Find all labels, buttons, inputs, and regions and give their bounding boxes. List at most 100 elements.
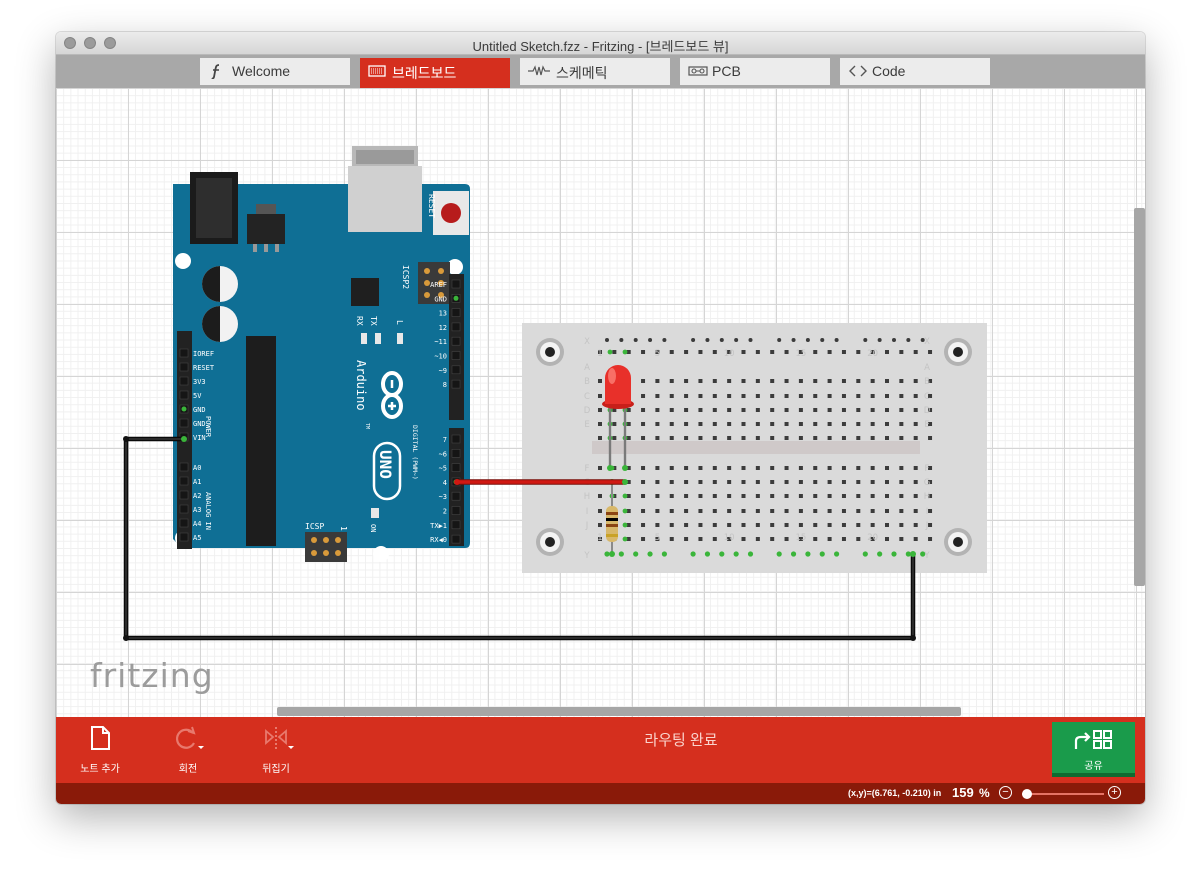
analog-pin[interactable] bbox=[179, 504, 189, 514]
red-led[interactable] bbox=[602, 365, 634, 471]
note-icon bbox=[91, 726, 110, 750]
row-label: I bbox=[586, 507, 589, 517]
wire-red-d6[interactable] bbox=[454, 479, 628, 485]
analog-pin-label: A2 bbox=[193, 492, 201, 500]
row-label: J bbox=[585, 521, 589, 531]
tab-breadboard[interactable]: 브레드보드 bbox=[360, 58, 510, 88]
breadboard-canvas[interactable]: RESET ICSP2 RX TX L bbox=[56, 88, 1145, 717]
share-label: 공유 bbox=[1084, 761, 1103, 772]
digital-pin[interactable] bbox=[451, 463, 461, 472]
analog-pin[interactable] bbox=[179, 476, 189, 486]
flip-button[interactable]: 뒤집기 bbox=[246, 725, 306, 775]
title-bar: Untitled Sketch.fzz - Fritzing - [브레드보드 … bbox=[56, 32, 1145, 55]
analog-pin[interactable] bbox=[179, 532, 189, 542]
rx-label: RX bbox=[355, 316, 364, 326]
row-label: J bbox=[925, 521, 929, 531]
rotate-label: 회전 bbox=[178, 764, 198, 775]
breadboard-icon bbox=[368, 65, 386, 77]
analog-pin[interactable] bbox=[179, 490, 189, 500]
tab-label: 스케메틱 bbox=[556, 65, 608, 81]
column-number: 10 bbox=[724, 349, 735, 359]
column-number: 5 bbox=[655, 349, 660, 359]
flip-icon bbox=[265, 727, 294, 749]
digital-pin-label: ~3 bbox=[439, 493, 447, 501]
zoom-slider[interactable] bbox=[1022, 793, 1104, 795]
power-label: POWER bbox=[204, 416, 212, 438]
icsp2-label: ICSP2 bbox=[401, 265, 410, 289]
pcb-icon bbox=[688, 66, 708, 76]
digital-pin[interactable] bbox=[451, 491, 461, 501]
rotate-button[interactable]: 회전 bbox=[158, 725, 218, 775]
power-pin[interactable] bbox=[179, 362, 189, 372]
digital-pin-label: ~9 bbox=[439, 367, 447, 375]
arduino-uno-board[interactable]: RESET ICSP2 RX TX L bbox=[173, 146, 470, 562]
add-note-label: 노트 추가 bbox=[80, 764, 120, 775]
column-number: 20 bbox=[867, 533, 878, 543]
zoom-unit: % bbox=[979, 786, 990, 800]
app-window: Untitled Sketch.fzz - Fritzing - [브레드보드 … bbox=[56, 32, 1145, 804]
zoom-slider-handle[interactable] bbox=[1022, 789, 1032, 799]
tab-code[interactable]: Code bbox=[840, 58, 990, 85]
tab-schematic[interactable]: 스케메틱 bbox=[520, 58, 670, 85]
zoom-window-button[interactable] bbox=[104, 37, 116, 49]
digital-pin-label: TX▶1 bbox=[430, 522, 447, 530]
digital-pin[interactable] bbox=[451, 365, 461, 375]
analog-pin[interactable] bbox=[179, 462, 189, 472]
digital-pin[interactable] bbox=[451, 520, 461, 530]
tab-pcb[interactable]: PCB bbox=[680, 58, 830, 85]
zoom-out-button[interactable]: − bbox=[999, 786, 1012, 799]
power-pin[interactable] bbox=[179, 390, 189, 400]
status-bar: (x,y)=(6.761, -0.210) in 159 % − + bbox=[56, 783, 1145, 804]
add-note-button[interactable]: 노트 추가 bbox=[70, 725, 130, 775]
fritzing-logo: fritzing bbox=[90, 656, 214, 695]
view-tab-bar: Welcome 브레드보드 스케메틱 PCB bbox=[56, 55, 1145, 88]
digital-pin[interactable] bbox=[451, 336, 461, 346]
analog-pin-label: A3 bbox=[193, 506, 201, 514]
digital-label: DIGITAL (PWM~) bbox=[411, 425, 419, 480]
power-pin[interactable] bbox=[179, 418, 189, 428]
digital-pin[interactable] bbox=[451, 322, 461, 332]
share-icon bbox=[1074, 730, 1112, 749]
share-button[interactable]: 공유 bbox=[1052, 722, 1135, 777]
digital-pin[interactable] bbox=[451, 448, 461, 458]
row-label: H bbox=[584, 492, 590, 502]
power-pin-label: 3V3 bbox=[193, 378, 206, 386]
bottom-toolbar: 노트 추가 회전 뒤집기 라우팅 완료 bbox=[56, 717, 1145, 783]
rail-label: Y bbox=[583, 551, 590, 561]
power-pin-label: IOREF bbox=[193, 350, 214, 358]
power-pin-label: GND bbox=[193, 406, 206, 414]
digital-pin-label: ~5 bbox=[439, 465, 447, 473]
digital-pin[interactable] bbox=[451, 434, 461, 444]
wire-black-gnd[interactable] bbox=[123, 436, 916, 641]
schematic-resistor-icon bbox=[528, 65, 550, 76]
tab-label: Welcome bbox=[232, 63, 291, 79]
digital-pin[interactable] bbox=[451, 379, 461, 389]
digital-pin[interactable] bbox=[451, 308, 461, 317]
svg-text:UNO: UNO bbox=[376, 450, 395, 479]
tx-label: TX bbox=[369, 316, 378, 326]
horizontal-scrollbar[interactable] bbox=[277, 707, 961, 716]
power-pin[interactable] bbox=[179, 348, 189, 358]
analog-pin-label: A1 bbox=[193, 478, 201, 486]
close-window-button[interactable] bbox=[64, 37, 76, 49]
power-pin[interactable] bbox=[179, 376, 189, 386]
analog-pin[interactable] bbox=[179, 518, 189, 528]
digital-pin[interactable] bbox=[451, 351, 461, 360]
row-label: G bbox=[924, 478, 931, 488]
flip-label: 뒤집기 bbox=[262, 764, 290, 775]
zoom-in-button[interactable]: + bbox=[1108, 786, 1121, 799]
vertical-scrollbar[interactable] bbox=[1134, 208, 1145, 586]
analog-label: ANALOG IN bbox=[204, 492, 212, 530]
tab-welcome[interactable]: Welcome bbox=[200, 58, 350, 85]
zoom-value: 159 bbox=[952, 785, 974, 800]
circuit-drawing: RESET ICSP2 RX TX L bbox=[123, 146, 987, 641]
routing-status: 라우팅 완료 bbox=[644, 732, 718, 749]
rotate-icon bbox=[175, 726, 204, 749]
breadboard[interactable]: AABBCCDDEEFFGGHHIIJJXXYY1155101015152020 bbox=[522, 323, 987, 573]
digital-pin[interactable] bbox=[451, 506, 461, 515]
column-number: 5 bbox=[655, 533, 660, 543]
analog-pin-label: A0 bbox=[193, 464, 201, 472]
digital-pin[interactable] bbox=[451, 534, 461, 544]
digital-pin[interactable] bbox=[451, 279, 461, 289]
minimize-window-button[interactable] bbox=[84, 37, 96, 49]
